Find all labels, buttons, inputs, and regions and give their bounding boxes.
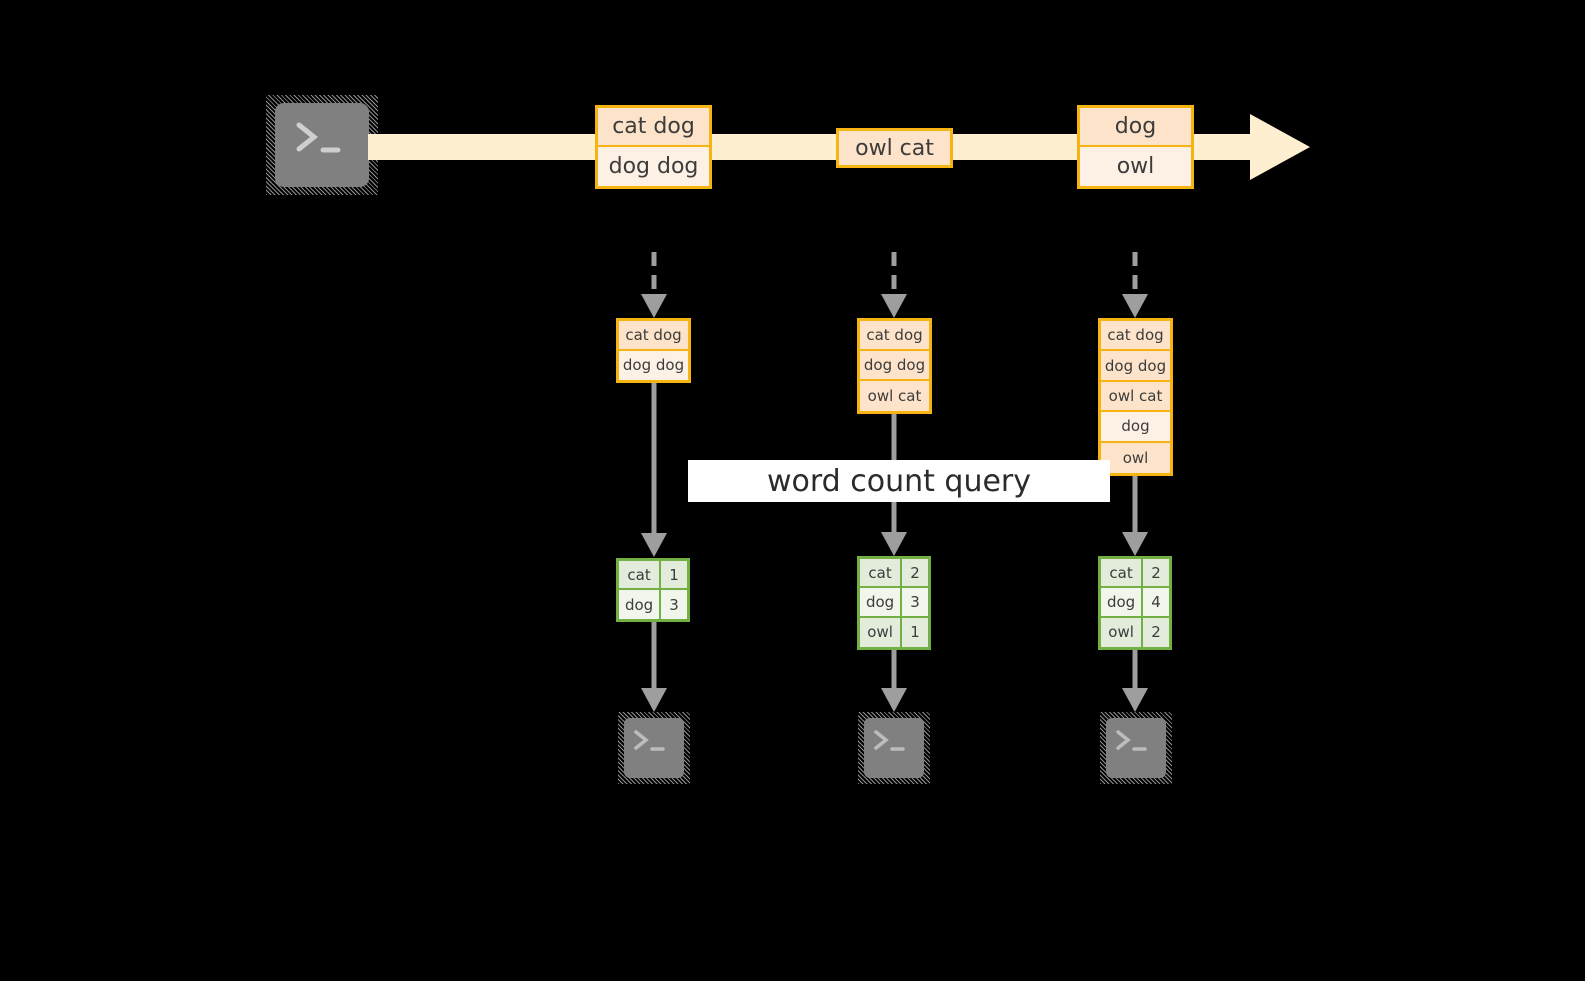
stream-event-group-1: cat dog dog dog: [595, 105, 712, 189]
count-word: cat: [1101, 559, 1144, 587]
count-word: dog: [1101, 588, 1144, 616]
stream-event-line: owl cat: [839, 131, 950, 165]
snapshot-input-row: dog dog: [860, 351, 929, 381]
count-word: dog: [860, 588, 903, 616]
table-row: owl 2: [1101, 617, 1169, 647]
count-value: 1: [902, 617, 928, 647]
snapshot-1-counts-table: cat 1 dog 3: [616, 558, 690, 622]
snapshot-input-row: owl cat: [860, 380, 929, 411]
snapshot-3-sink-terminal-icon: [1100, 712, 1172, 784]
snapshot-input-row: cat dog: [1101, 321, 1170, 352]
stream-event-group-3: dog owl: [1077, 105, 1194, 189]
snapshot-2-tap-arrow: [881, 252, 907, 318]
snapshot-1-tap-arrow: [641, 252, 667, 318]
snapshot-2-counts-table: cat 2 dog 3 owl 1: [857, 556, 931, 650]
snapshot-input-row: dog dog: [1101, 351, 1170, 382]
count-word: owl: [860, 617, 903, 647]
snapshot-1-input-stack: cat dog dog dog: [616, 318, 691, 383]
snapshot-3-query-arrow: [1122, 476, 1148, 556]
count-value: 1: [661, 561, 687, 588]
stream-event-line: dog: [1080, 108, 1191, 147]
count-value: 3: [902, 588, 928, 616]
stream-event-line: dog dog: [598, 147, 709, 186]
count-value: 2: [1143, 617, 1169, 647]
terminal-prompt-glyph: [634, 730, 665, 751]
terminal-prompt-glyph: [1116, 730, 1147, 751]
snapshot-1-query-arrow: [641, 383, 667, 557]
terminal-prompt-glyph: [874, 730, 905, 751]
table-row: dog 3: [619, 590, 687, 619]
snapshot-3-sink-arrow: [1122, 650, 1148, 712]
snapshot-1-sink-terminal-icon: [618, 712, 690, 784]
snapshot-2-input-stack: cat dog dog dog owl cat: [857, 318, 932, 414]
stream-event-line: cat dog: [598, 108, 709, 147]
snapshot-2-sink-terminal-icon: [858, 712, 930, 784]
snapshot-input-row: dog dog: [619, 350, 688, 380]
snapshot-input-row: owl: [1101, 442, 1170, 473]
table-row: cat 2: [860, 559, 928, 589]
count-value: 4: [1143, 588, 1169, 616]
snapshot-3-counts-table: cat 2 dog 4 owl 2: [1098, 556, 1172, 650]
stream-event-line: owl: [1080, 147, 1191, 186]
count-word: cat: [619, 561, 662, 588]
snapshot-input-row: dog: [1101, 412, 1170, 443]
count-value: 2: [902, 559, 928, 587]
snapshot-input-row: cat dog: [860, 321, 929, 351]
count-word: owl: [1101, 617, 1144, 647]
table-row: cat 1: [619, 561, 687, 590]
snapshot-input-row: cat dog: [619, 321, 688, 351]
source-terminal-icon: [266, 95, 378, 195]
snapshot-input-row: owl cat: [1101, 381, 1170, 413]
table-row: dog 4: [1101, 588, 1169, 618]
stream-event-group-2: owl cat: [836, 128, 953, 168]
snapshot-3-input-stack: cat dog dog dog owl cat dog owl: [1098, 318, 1173, 476]
snapshot-1-sink-arrow: [641, 622, 667, 712]
table-row: dog 3: [860, 588, 928, 618]
terminal-prompt-glyph: [296, 122, 341, 153]
snapshot-2-sink-arrow: [881, 650, 907, 712]
snapshot-3-tap-arrow: [1122, 252, 1148, 318]
count-value: 3: [661, 590, 687, 619]
count-word: dog: [619, 590, 662, 619]
count-value: 2: [1143, 559, 1169, 587]
count-word: cat: [860, 559, 903, 587]
query-label-band: word count query: [688, 460, 1110, 502]
table-row: owl 1: [860, 617, 928, 647]
terminal-plate: [275, 103, 369, 187]
table-row: cat 2: [1101, 559, 1169, 589]
